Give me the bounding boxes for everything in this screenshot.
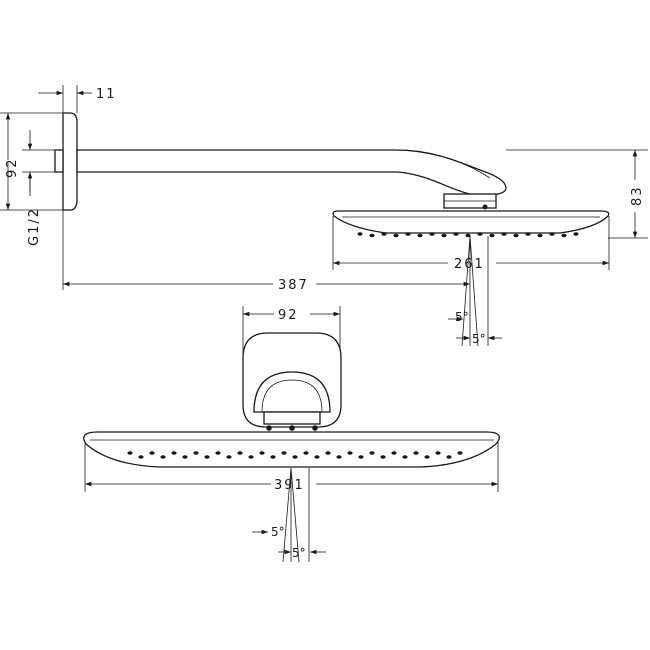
nozzle-dot xyxy=(325,451,331,455)
nozzle-dot xyxy=(204,455,210,459)
nozzle-dot xyxy=(537,233,543,238)
nozzle-dot xyxy=(441,233,447,238)
shower-head-front xyxy=(83,431,500,468)
nozzle-dot xyxy=(402,455,408,459)
shower-head-side xyxy=(332,210,610,238)
nozzle-dot xyxy=(303,451,309,455)
nozzle-dot xyxy=(127,451,133,455)
nozzle-dot xyxy=(248,455,254,459)
nozzle-dot xyxy=(429,232,435,236)
front-view: 92 391 xyxy=(83,306,500,563)
nozzle-dot xyxy=(336,455,342,459)
nozzle-dot xyxy=(453,232,459,236)
nozzle-dot xyxy=(446,455,452,459)
nozzle-dot xyxy=(314,455,320,459)
nozzle-dot xyxy=(380,455,386,459)
dim-projection: 387 xyxy=(62,210,470,293)
nozzle-dot xyxy=(270,455,276,459)
nozzle-dot xyxy=(160,455,166,459)
nozzle-dot xyxy=(369,451,375,455)
dim-height: 83 xyxy=(506,149,648,239)
nozzle-dot xyxy=(549,232,555,236)
nozzle-dot xyxy=(405,232,411,236)
dim-label-thread: G1/2 xyxy=(27,207,42,246)
nozzle-dot xyxy=(489,233,495,238)
dim-angles-front: 5° 5° xyxy=(252,467,326,563)
nozzle-dot xyxy=(237,451,243,455)
nozzle-dot xyxy=(357,232,363,236)
nozzle-dot xyxy=(561,233,567,238)
nozzle-dot xyxy=(501,232,507,236)
nozzle-row-front xyxy=(127,451,463,459)
nozzle-dot xyxy=(215,451,221,455)
nozzle-dot xyxy=(358,455,364,459)
dim-head-width-side: 261 xyxy=(332,216,610,272)
nozzle-dot xyxy=(347,451,353,455)
nozzle-dot xyxy=(417,233,423,238)
angle-label-side-right: 5° xyxy=(472,332,486,346)
nozzle-dot xyxy=(259,451,265,455)
wall-flange-front xyxy=(242,332,342,431)
dim-flange-thickness: 11 xyxy=(38,85,117,113)
dim-label-11: 11 xyxy=(96,87,117,102)
dim-label-92-front: 92 xyxy=(278,308,299,323)
angle-label-front-right: 5° xyxy=(292,546,306,560)
nozzle-dot xyxy=(435,451,441,455)
nozzle-dot xyxy=(138,455,144,459)
nozzle-dot xyxy=(281,451,287,455)
dim-label-92-side: 92 xyxy=(5,157,20,178)
nozzle-dot xyxy=(292,455,298,459)
nozzle-dot xyxy=(381,232,387,236)
nozzle-dot xyxy=(393,233,399,238)
nozzle-dot xyxy=(465,233,471,238)
side-view: 11 92 G1/2 83 xyxy=(0,85,648,347)
nozzle-dot xyxy=(182,455,188,459)
nozzle-dot xyxy=(573,232,579,236)
nozzle-dot xyxy=(149,451,155,455)
nozzle-dot xyxy=(424,455,430,459)
dim-label-391: 391 xyxy=(274,478,305,493)
angle-label-front-left: 5° xyxy=(271,525,285,539)
nozzle-row-side xyxy=(357,232,579,238)
dim-label-83: 83 xyxy=(630,185,645,206)
dim-label-261: 261 xyxy=(454,257,485,272)
nozzle-dot xyxy=(457,451,463,455)
nozzle-dot xyxy=(525,232,531,236)
dim-flange-height: 92 xyxy=(0,112,63,211)
wall-flange xyxy=(54,112,78,211)
dim-head-width-front: 391 xyxy=(84,442,499,493)
nozzle-dot xyxy=(391,451,397,455)
nozzle-dot xyxy=(413,451,419,455)
dim-thread: G1/2 xyxy=(22,130,55,246)
nozzle-dot xyxy=(369,233,375,238)
nozzle-dot xyxy=(226,455,232,459)
head-connector xyxy=(443,193,497,210)
nozzle-dot xyxy=(193,451,199,455)
nozzle-dot xyxy=(477,232,483,236)
angle-label-side-left: 5° xyxy=(455,310,469,324)
dim-angles-side: 5° 5° xyxy=(448,235,502,347)
dim-label-387: 387 xyxy=(278,278,309,293)
shower-arm xyxy=(76,149,507,196)
nozzle-dot xyxy=(171,451,177,455)
nozzle-dot xyxy=(513,233,519,238)
